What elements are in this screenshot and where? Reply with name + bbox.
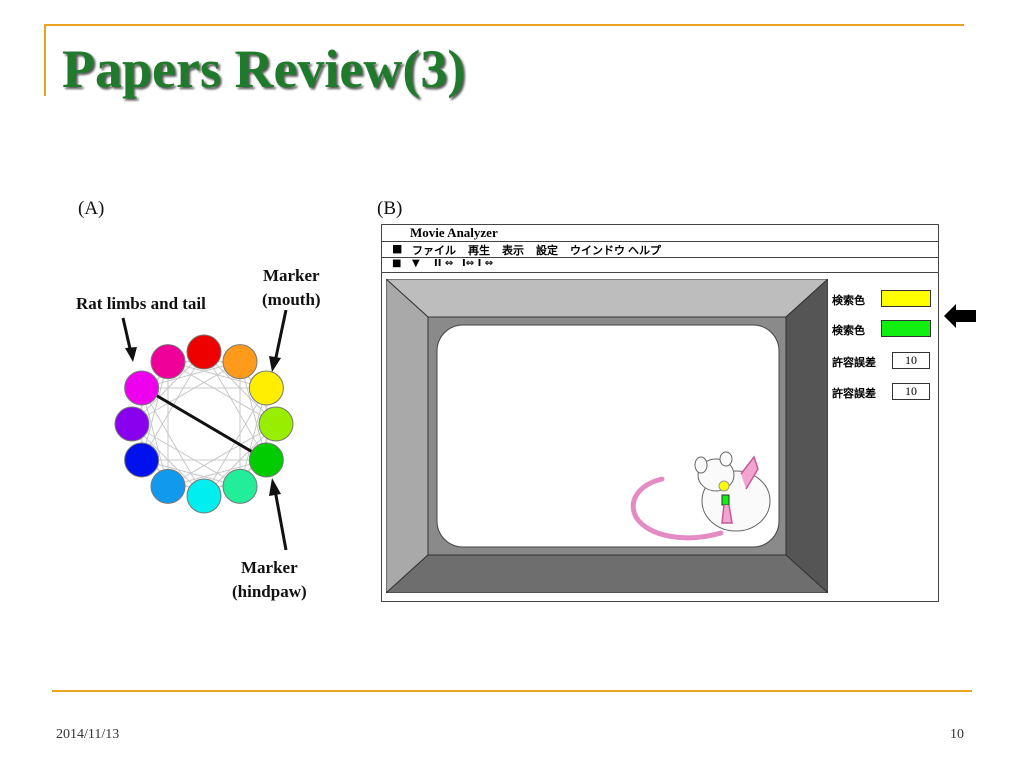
system-menu-icon[interactable]: ■ bbox=[392, 242, 403, 255]
rat-ear-right bbox=[719, 451, 733, 467]
arena-wall-top bbox=[386, 279, 828, 318]
left-pointing-arrow-icon bbox=[944, 304, 976, 328]
top-accent-rule bbox=[44, 24, 964, 26]
color-wheel-circle bbox=[186, 334, 222, 370]
menu-settings[interactable]: 設定 bbox=[536, 244, 558, 257]
rat-forelimb bbox=[740, 455, 759, 490]
rat-ear-left bbox=[694, 456, 708, 474]
rat-hindpaw-marker bbox=[721, 494, 730, 506]
mouth-marker-annotation: Marker (mouth) bbox=[262, 264, 321, 312]
mouth-annotation-line1: Marker bbox=[262, 266, 320, 285]
menu-view[interactable]: 表示 bbox=[502, 244, 524, 257]
color-wheel-diagram bbox=[114, 310, 294, 551]
play-button[interactable]: ▼ bbox=[412, 258, 420, 269]
footer-page-number: 10 bbox=[950, 727, 964, 742]
limbs-annotation: Rat limbs and tail bbox=[76, 294, 206, 313]
panel-b-label: (B) bbox=[377, 198, 403, 219]
menu-help[interactable]: ヘルプ bbox=[628, 244, 661, 257]
color-wheel-circle bbox=[258, 406, 294, 442]
wheel-chord bbox=[167, 423, 277, 487]
wheel-chord bbox=[203, 351, 267, 461]
search-color-2-label: 検索色 bbox=[832, 324, 865, 337]
tolerance-1-label: 許容誤差 bbox=[832, 356, 876, 369]
color-wheel-circle bbox=[124, 370, 160, 406]
window-titlebar: Movie Analyzer bbox=[382, 225, 938, 242]
color-wheel-circle bbox=[222, 344, 258, 380]
arena-floor bbox=[436, 324, 780, 548]
menu-play[interactable]: 再生 bbox=[468, 244, 490, 257]
search-color-1-label: 検索色 bbox=[832, 294, 865, 307]
footer-date: 2014/11/13 bbox=[56, 727, 120, 742]
tolerance-1-input[interactable]: 10 bbox=[892, 352, 930, 369]
frame-step-button[interactable]: I⇔ I ⇔ bbox=[462, 258, 494, 269]
rat-hindlimb bbox=[721, 504, 733, 524]
rat-tail bbox=[630, 476, 724, 541]
color-wheel-circle bbox=[150, 468, 186, 504]
wheel-chord bbox=[141, 387, 205, 497]
tolerance-2-input[interactable]: 10 bbox=[892, 383, 930, 400]
color-wheel-circles bbox=[114, 334, 294, 514]
hindpaw-annotation-line2: (hindpaw) bbox=[232, 582, 307, 601]
player-toolbar: ■ ▼ II ⇔ I⇔ I ⇔ bbox=[382, 258, 938, 273]
arena-wall-bottom bbox=[386, 554, 828, 593]
search-color-1-swatch[interactable] bbox=[881, 290, 931, 307]
wheel-chord bbox=[167, 361, 277, 425]
panel-a-label: (A) bbox=[78, 198, 105, 219]
menu-file[interactable]: ファイル bbox=[412, 244, 456, 257]
wheel-chord bbox=[131, 361, 241, 425]
color-wheel-circle bbox=[248, 370, 284, 406]
hindpaw-marker-annotation: Marker (hindpaw) bbox=[232, 556, 307, 604]
color-wheel-circle bbox=[124, 442, 160, 478]
hindpaw-arrowhead bbox=[269, 478, 281, 496]
mouth-annotation-line2: (mouth) bbox=[262, 290, 321, 309]
movie-analyzer-window: Movie Analyzer ■ ファイル 再生 表示 設定 ウインドウ ヘルプ… bbox=[381, 224, 939, 602]
rat-drawing bbox=[630, 451, 771, 541]
slide-title: Papers Review(3) bbox=[62, 39, 466, 99]
window-title: Movie Analyzer bbox=[410, 225, 498, 240]
tolerance-2-label: 許容誤差 bbox=[832, 387, 876, 400]
wheel-chord bbox=[131, 423, 241, 487]
arena-wall-left bbox=[386, 279, 429, 593]
color-wheel-circle bbox=[186, 478, 222, 514]
mouth-pointer-arrow bbox=[273, 310, 288, 363]
arena-wall-right bbox=[785, 279, 828, 593]
limbs-pointer-arrow bbox=[121, 317, 133, 354]
stop-button[interactable]: ■ bbox=[392, 258, 402, 269]
hindpaw-annotation-line1: Marker bbox=[241, 558, 298, 577]
pause-step-button[interactable]: II ⇔ bbox=[434, 258, 454, 269]
limb-to-hindpaw-line bbox=[141, 385, 267, 462]
video-frame-arena bbox=[386, 279, 828, 593]
color-wheel-circle bbox=[248, 442, 284, 478]
color-wheel-circle bbox=[222, 468, 258, 504]
left-accent-rule bbox=[44, 24, 46, 96]
bottom-accent-rule bbox=[52, 690, 972, 692]
mouth-arrowhead bbox=[269, 356, 281, 372]
color-wheel-circle bbox=[114, 406, 150, 442]
menu-bar: ■ ファイル 再生 表示 設定 ウインドウ ヘルプ bbox=[382, 242, 938, 258]
hindpaw-pointer-arrow bbox=[273, 489, 288, 551]
limbs-arrowhead bbox=[125, 347, 137, 362]
menu-window[interactable]: ウインドウ bbox=[570, 244, 625, 257]
color-wheel-circle bbox=[150, 344, 186, 380]
rat-mouth-marker bbox=[718, 480, 730, 492]
search-color-2-swatch[interactable] bbox=[881, 320, 931, 337]
